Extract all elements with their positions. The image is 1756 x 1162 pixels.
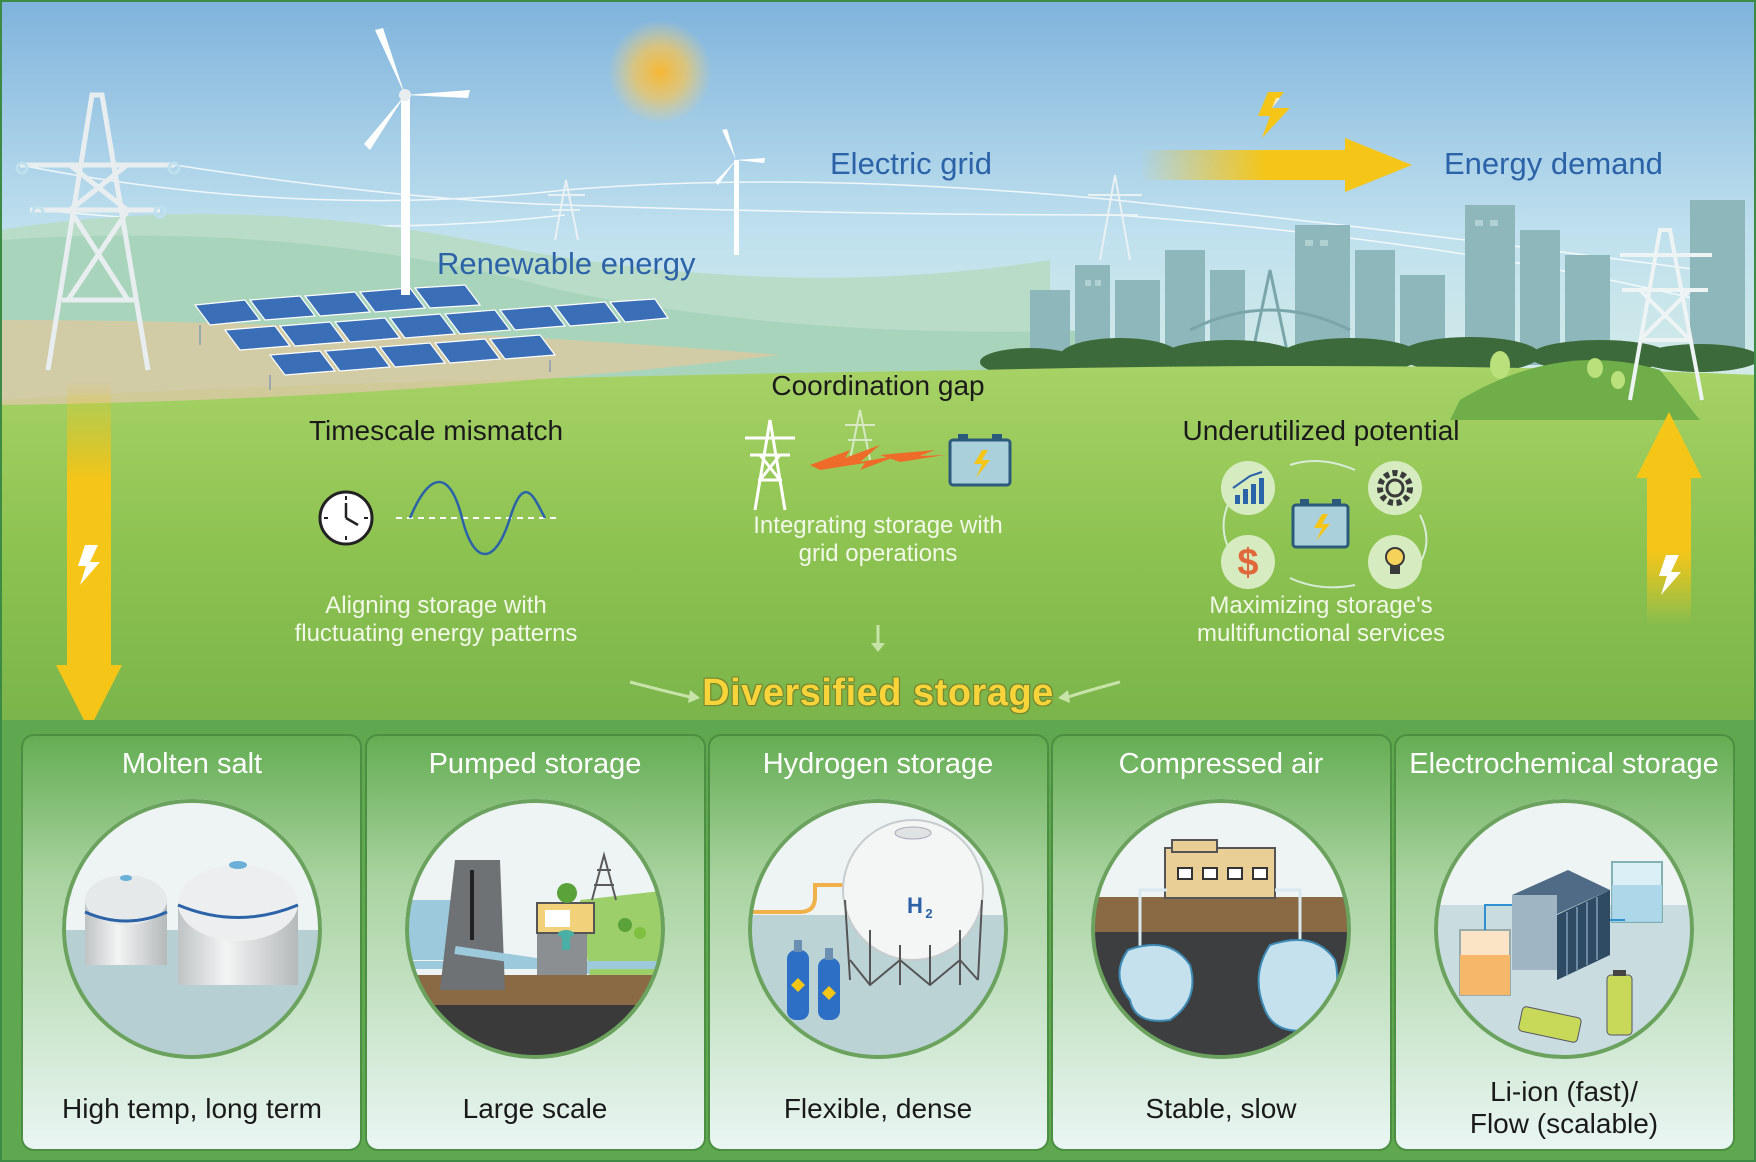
card-desc-electrochemical-storage: Li-ion (fast)/ Flow (scalable) — [1470, 1076, 1658, 1140]
grid-tower-icon — [745, 419, 795, 511]
description-line: multifunctional services — [1196, 620, 1446, 647]
card-desc-pumped-storage: Large scale — [462, 1093, 608, 1124]
description-line: Aligning storage with — [325, 592, 547, 619]
gas-cylinders — [787, 940, 840, 1020]
right-arrow-top — [1140, 92, 1412, 192]
small-trees — [1490, 351, 1625, 389]
svg-text:2: 2 — [925, 906, 932, 921]
card-title-electrochemical-storage: Electrochemical storage — [1409, 748, 1719, 780]
renewable-energy-label: Renewable energy — [437, 246, 696, 281]
tower-right — [1620, 228, 1712, 401]
description-line: Maximizing storage's — [1209, 592, 1433, 619]
battery-icon-coordination — [948, 434, 1012, 487]
bridge — [1189, 269, 1351, 366]
timescale-mismatch-description: Aligning storage with fluctuating energy… — [295, 592, 578, 648]
electric-grid-label: Electric grid — [830, 146, 992, 181]
card-desc-compressed-air: Stable, slow — [1145, 1093, 1297, 1124]
up-arrow-right — [1636, 412, 1702, 625]
spark-icon — [810, 445, 945, 470]
solar-panels — [193, 284, 670, 376]
lightbulb-icon — [1368, 535, 1422, 589]
wind-turbine-large — [364, 28, 470, 295]
wave-icon — [396, 480, 556, 555]
grass-field — [0, 366, 1756, 740]
card-title-molten-salt: Molten salt — [121, 748, 263, 780]
compressed-air-illustration — [1091, 799, 1351, 1059]
description-line: Li-ion (fast)/ — [1490, 1076, 1638, 1107]
description-line: Flow (scalable) — [1469, 1108, 1659, 1139]
card-title-compressed-air: Compressed air — [1118, 748, 1324, 780]
tower-mid — [548, 174, 1142, 261]
description-line: Integrating storage with — [753, 512, 1003, 539]
gear-icon — [1368, 461, 1422, 515]
description-line: grid operations — [798, 540, 958, 567]
flow-stack — [1512, 870, 1610, 980]
svg-text:H: H — [907, 893, 923, 918]
dollar-icon: $ — [1221, 535, 1275, 589]
card-desc-molten-salt: High temp, long term — [62, 1093, 322, 1124]
svg-text:$: $ — [1237, 542, 1258, 584]
coordination-gap-description: Integrating storage with grid operations — [753, 512, 1002, 568]
chart-icon — [1221, 461, 1275, 515]
clock-icon — [318, 490, 374, 546]
battery-icon-center — [1291, 499, 1350, 549]
timescale-mismatch-title: Timescale mismatch — [308, 415, 564, 446]
molten-salt-illustration — [62, 799, 322, 1059]
solar-farm-ground — [0, 320, 780, 405]
description-line: fluctuating energy patterns — [294, 620, 578, 647]
battery-cells — [1518, 970, 1633, 1043]
coordination-gap-title: Coordination gap — [771, 370, 985, 401]
card-desc-hydrogen-storage: Flexible, dense — [783, 1093, 973, 1124]
underutilized-potential-title: Underutilized potential — [1182, 415, 1460, 446]
converge-arrows — [629, 625, 1121, 703]
small-tower-icon — [845, 409, 875, 461]
tower-left — [20, 92, 175, 371]
card-title-pumped-storage: Pumped storage — [428, 748, 642, 780]
sun-icon — [608, 20, 712, 124]
card-title-hydrogen-storage: Hydrogen storage — [762, 748, 994, 780]
underutilized-potential-description: Maximizing storage's multifunctional ser… — [1197, 592, 1445, 648]
small-hill — [1450, 360, 1700, 420]
down-arrow-left — [56, 380, 122, 730]
wind-turbine-small — [715, 129, 765, 255]
energy-demand-label: Energy demand — [1444, 146, 1663, 181]
diversified-storage-title: Diversified storage — [702, 672, 1054, 714]
